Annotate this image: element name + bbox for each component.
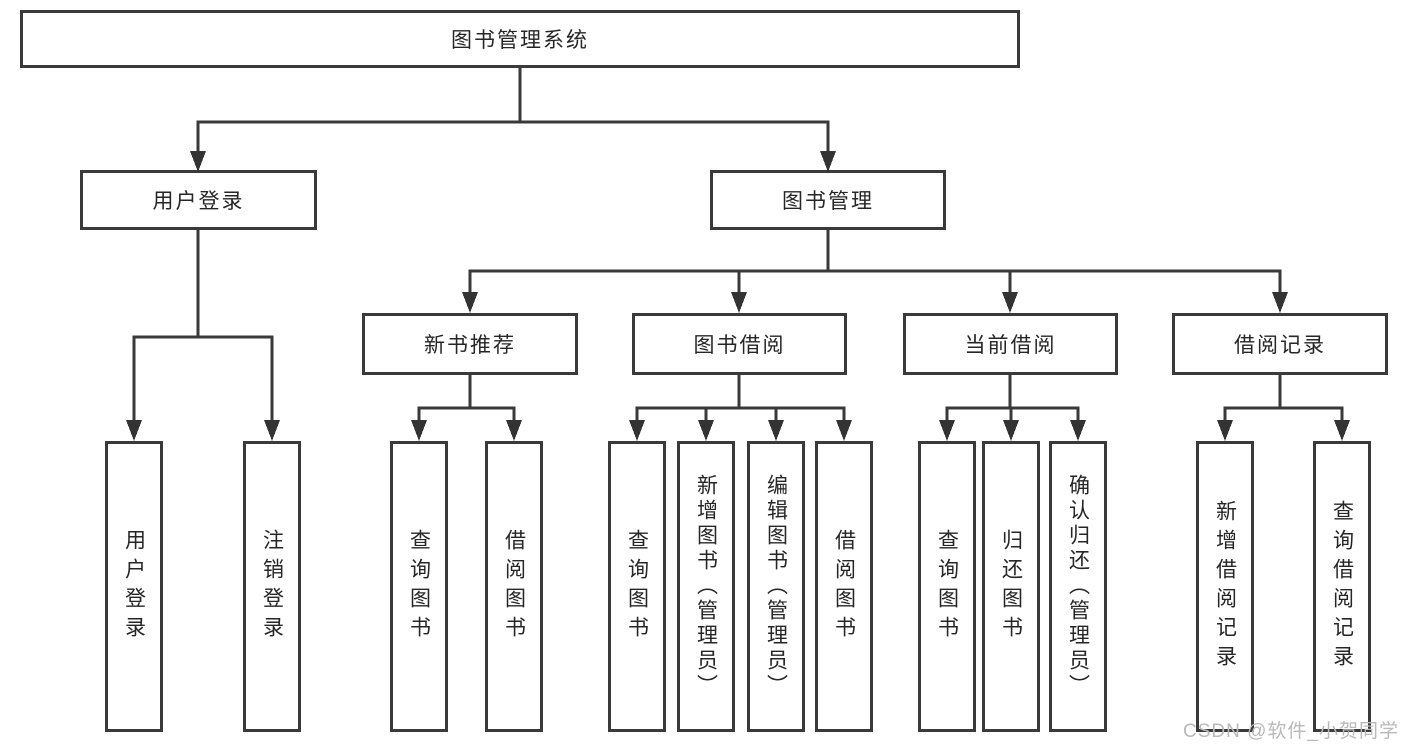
leaf-borrow-book-label: 借阅图书 — [832, 528, 856, 645]
leaf-borrow-book: 借阅图书 — [815, 441, 873, 732]
connector-book-borrow-to-leaves — [629, 375, 852, 441]
node-borrow-record: 借阅记录 — [1172, 313, 1388, 375]
node-book-borrow: 图书借阅 — [632, 313, 847, 375]
leaf-borrow-query-book-label: 查询图书 — [625, 528, 649, 645]
connector-current-borrow-to-leaves — [939, 375, 1086, 441]
leaf-confirm-return-admin-label: 确认归还（管理员） — [1066, 474, 1090, 699]
leaf-user-login-label: 用户登录 — [122, 528, 146, 645]
node-new-book-recommend: 新书推荐 — [362, 313, 578, 375]
leaf-newbook-query-book: 查询图书 — [390, 441, 448, 732]
leaf-add-borrow-record: 新增借阅记录 — [1196, 441, 1254, 732]
node-new-book-recommend-label: 新书推荐 — [424, 334, 516, 357]
leaf-add-book-admin: 新增图书（管理员） — [677, 441, 735, 732]
connector-root-to-level2 — [190, 68, 836, 172]
leaf-edit-book-admin: 编辑图书（管理员） — [747, 441, 805, 732]
leaf-confirm-return-admin: 确认归还（管理员） — [1049, 441, 1107, 732]
csdn-watermark: CSDN @软件_小贺同学 — [1183, 721, 1399, 742]
connector-borrow-record-to-leaves — [1217, 375, 1350, 441]
node-root-system: 图书管理系统 — [20, 10, 1020, 68]
leaf-user-login: 用户登录 — [105, 441, 163, 732]
connector-book-mgmt-to-level3 — [462, 230, 1288, 313]
node-user-login: 用户登录 — [80, 170, 317, 230]
leaf-logout-label: 注销登录 — [260, 528, 284, 645]
node-user-login-label: 用户登录 — [152, 190, 245, 213]
leaf-newbook-borrow-book: 借阅图书 — [485, 441, 543, 732]
leaf-newbook-borrow-book-label: 借阅图书 — [502, 528, 526, 645]
leaf-query-borrow-record: 查询借阅记录 — [1313, 441, 1371, 732]
connector-user-login-to-leaves — [126, 230, 280, 441]
leaf-current-query-book-label: 查询图书 — [935, 528, 959, 645]
node-book-borrow-label: 图书借阅 — [693, 334, 786, 357]
leaf-add-book-admin-label: 新增图书（管理员） — [694, 474, 718, 699]
leaf-newbook-query-book-label: 查询图书 — [407, 528, 431, 645]
node-current-borrow-label: 当前借阅 — [964, 334, 1057, 357]
connector-new-book-to-leaves — [411, 375, 522, 441]
leaf-edit-book-admin-label: 编辑图书（管理员） — [764, 474, 788, 699]
leaf-return-book: 归还图书 — [982, 441, 1040, 732]
leaf-return-book-label: 归还图书 — [999, 528, 1023, 645]
node-root-system-label: 图书管理系统 — [451, 29, 589, 52]
leaf-current-query-book: 查询图书 — [918, 441, 976, 732]
leaf-add-borrow-record-label: 新增借阅记录 — [1213, 499, 1237, 674]
node-borrow-record-label: 借阅记录 — [1234, 334, 1326, 357]
leaf-borrow-query-book: 查询图书 — [608, 441, 666, 732]
leaf-query-borrow-record-label: 查询借阅记录 — [1330, 499, 1354, 674]
node-current-borrow: 当前借阅 — [903, 313, 1118, 375]
leaf-logout: 注销登录 — [243, 441, 301, 732]
node-book-management-label: 图书管理 — [782, 190, 874, 213]
node-book-management: 图书管理 — [710, 170, 946, 230]
